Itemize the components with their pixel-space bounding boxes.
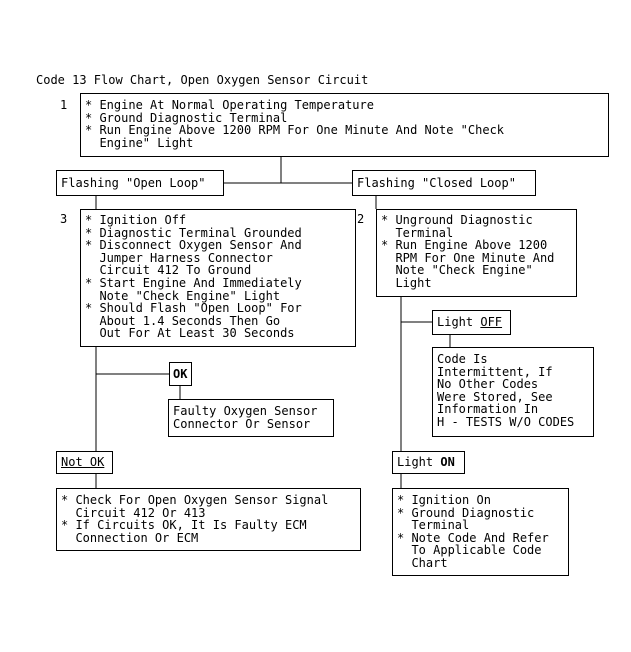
ignition-on-line: * Note Code And Refer: [397, 530, 549, 545]
step3-line: Out For At Least 30 Seconds: [85, 326, 295, 341]
faulty-sensor-box: Faulty Oxygen Sensor Connector Or Sensor: [168, 399, 334, 437]
page-title: Code 13 Flow Chart, Open Oxygen Sensor C…: [36, 73, 369, 87]
intermittent-line: Information In: [437, 402, 539, 417]
step3-line: * Ignition Off: [85, 213, 187, 227]
check-open-line: * If Circuits OK, It Is Faulty ECM: [61, 518, 307, 533]
step3-box: * Ignition Off * Diagnostic Terminal Gro…: [80, 209, 356, 347]
faulty-sensor-text: Faulty Oxygen Sensor Connector Or Sensor: [173, 405, 318, 430]
step2-line: * Run Engine Above 1200: [381, 238, 548, 253]
ignition-on-text: * Ignition On * Ground Diagnostic Termin…: [397, 494, 549, 570]
step2-line: Light: [381, 275, 432, 290]
faulty-sensor-line: Faulty Oxygen Sensor: [173, 404, 318, 418]
intermittent-text: Code Is Intermittent, If No Other Codes …: [437, 353, 574, 429]
not-ok-label: Not OK: [61, 455, 105, 469]
intermittent-line: Were Stored, See: [437, 389, 553, 404]
ignition-on-line: To Applicable Code: [397, 543, 542, 558]
ignition-on-line: Terminal: [397, 518, 470, 533]
step-number-1: 1: [60, 98, 68, 112]
step1-text: * Engine At Normal Operating Temperature…: [85, 99, 504, 149]
step3-line: Jumper Harness Connector: [85, 250, 273, 265]
light-off-prefix: Light: [437, 315, 481, 329]
step2-line: Note "Check Engine": [381, 263, 533, 278]
check-open-line: * Check For Open Oxygen Sensor Signal: [61, 493, 329, 507]
intermittent-line: H - TESTS W/O CODES: [437, 414, 575, 429]
light-on-state: ON: [440, 455, 455, 469]
intermittent-line: Intermittent, If: [437, 364, 553, 379]
step1-line: * Ground Diagnostic Terminal: [85, 110, 288, 125]
step3-line: * Start Engine And Immediately: [85, 275, 302, 290]
ignition-on-line: Chart: [397, 555, 448, 570]
branch-open-loop-label: Flashing "Open Loop": [61, 176, 206, 190]
step2-box: * Unground Diagnostic Terminal * Run Eng…: [376, 209, 577, 297]
light-on-prefix: Light: [397, 455, 441, 469]
step2-line: * Unground Diagnostic: [381, 213, 533, 227]
step3-line: Circuit 412 To Ground: [85, 263, 252, 278]
check-open-line: Circuit 412 Or 413: [61, 505, 206, 520]
step-number-3: 3: [60, 212, 68, 226]
branch-closed-loop-label: Flashing "Closed Loop": [357, 176, 516, 190]
step3-line: * Should Flash "Open Loop" For: [85, 301, 302, 316]
step2-line: RPM For One Minute And: [381, 250, 555, 265]
step3-line: * Diagnostic Terminal Grounded: [85, 225, 302, 240]
ok-label: OK: [173, 367, 188, 381]
ok-node: OK: [169, 362, 192, 386]
ignition-on-box: * Ignition On * Ground Diagnostic Termin…: [392, 488, 569, 576]
check-open-circuit-box: * Check For Open Oxygen Sensor Signal Ci…: [56, 488, 361, 551]
step-number-2: 2: [357, 212, 365, 226]
ignition-on-line: * Ground Diagnostic: [397, 505, 535, 520]
step3-text: * Ignition Off * Diagnostic Terminal Gro…: [85, 214, 302, 340]
intermittent-line: Code Is: [437, 352, 488, 366]
step3-line: About 1.4 Seconds Then Go: [85, 313, 281, 328]
step1-line: * Engine At Normal Operating Temperature: [85, 98, 374, 112]
step3-line: * Disconnect Oxygen Sensor And: [85, 238, 302, 253]
light-on-node: Light ON: [392, 451, 465, 474]
check-open-circuit-text: * Check For Open Oxygen Sensor Signal Ci…: [61, 494, 328, 544]
light-on-label: Light ON: [397, 456, 455, 469]
step2-text: * Unground Diagnostic Terminal * Run Eng…: [381, 214, 554, 290]
step2-line: Terminal: [381, 225, 454, 240]
step1-box: * Engine At Normal Operating Temperature…: [80, 93, 609, 157]
step1-line: * Run Engine Above 1200 RPM For One Minu…: [85, 123, 505, 138]
step3-line: Note "Check Engine" Light: [85, 288, 281, 303]
light-off-state: OFF: [480, 315, 503, 329]
intermittent-box: Code Is Intermittent, If No Other Codes …: [432, 347, 594, 437]
light-off-label: Light OFF: [437, 316, 502, 329]
intermittent-line: No Other Codes: [437, 377, 539, 392]
check-open-line: Connection Or ECM: [61, 530, 199, 545]
branch-open-loop: Flashing "Open Loop": [56, 170, 224, 196]
ignition-on-line: * Ignition On: [397, 493, 491, 507]
branch-closed-loop: Flashing "Closed Loop": [352, 170, 536, 196]
step1-line: Engine" Light: [85, 135, 194, 150]
light-off-node: Light OFF: [432, 310, 511, 335]
faulty-sensor-line: Connector Or Sensor: [173, 416, 311, 431]
not-ok-node: Not OK: [56, 451, 113, 474]
